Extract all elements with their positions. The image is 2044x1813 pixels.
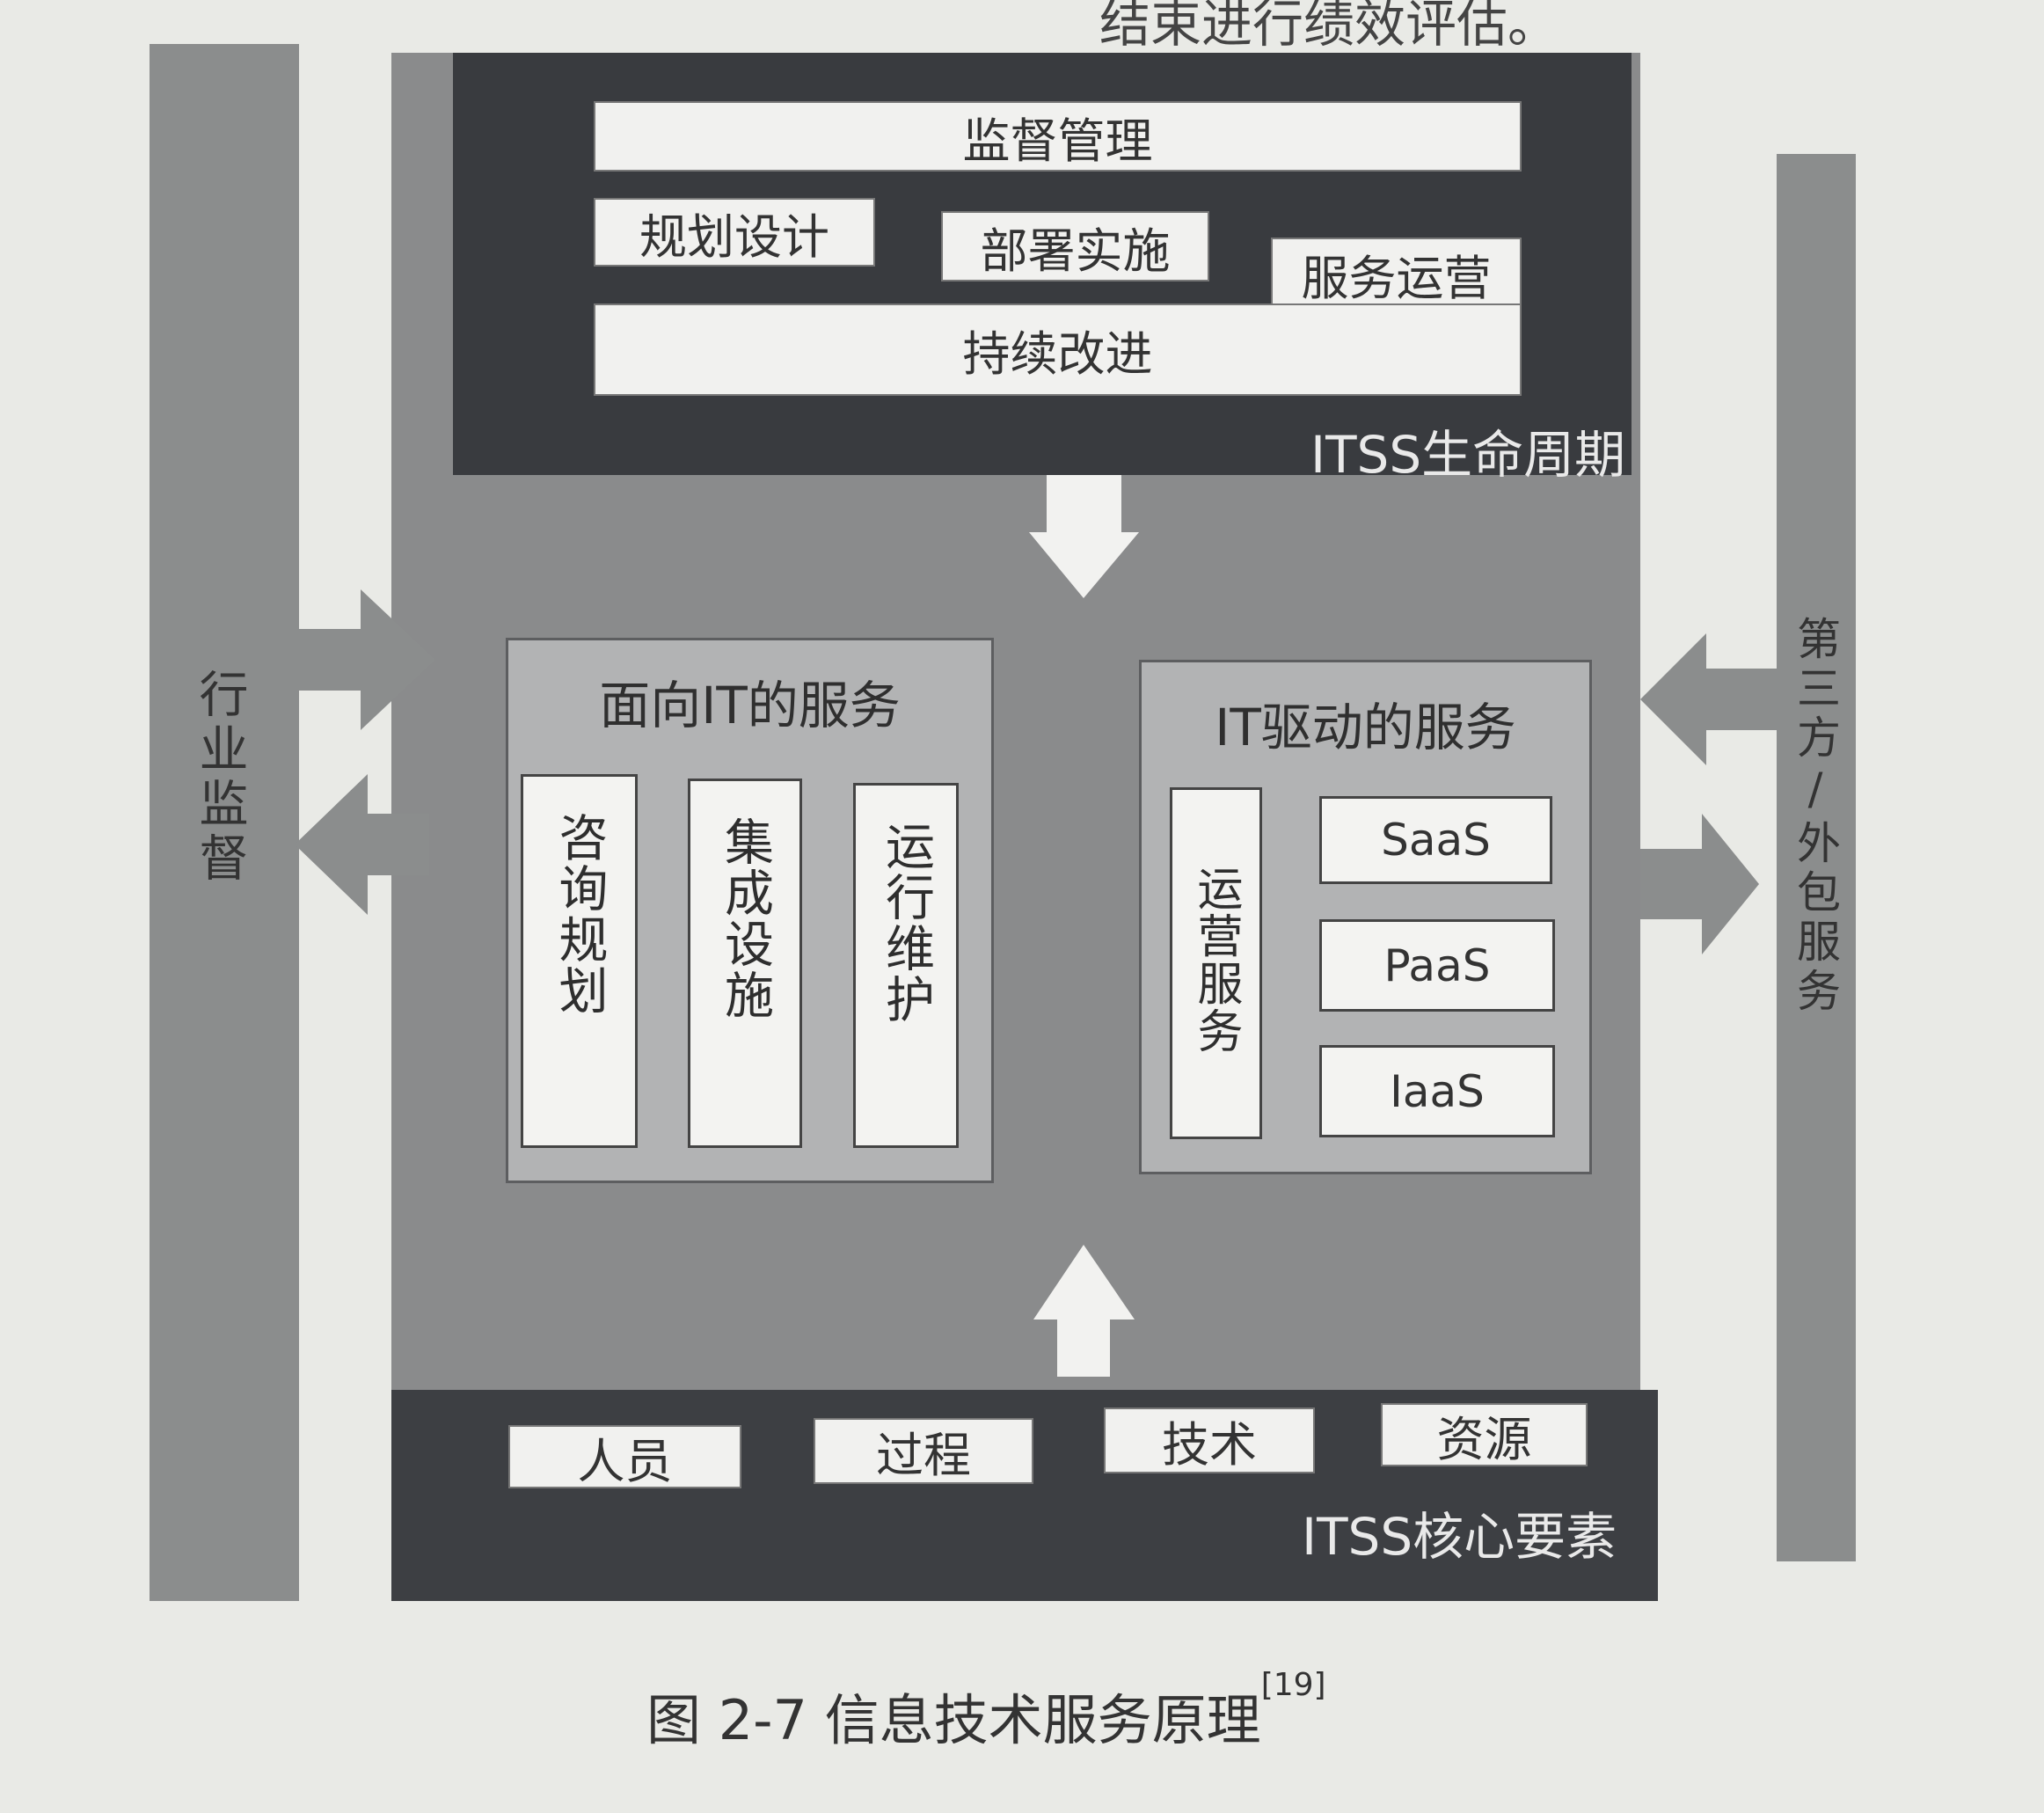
figure-caption: 图 2-7 信息技术服务原理[19] bbox=[646, 1667, 1438, 1755]
core-item-people: 人员 bbox=[508, 1425, 741, 1489]
it-oriented-services-title: 面向IT的服务 bbox=[599, 676, 901, 735]
lifecycle-item-improvement: 持续改进 bbox=[594, 303, 1522, 396]
saas-box: SaaS bbox=[1319, 796, 1552, 884]
iaas-box: IaaS bbox=[1319, 1045, 1555, 1137]
integration-facilities-label: 集成设施 bbox=[716, 816, 774, 1020]
operation-maintenance-label: 运行维护 bbox=[877, 821, 935, 1025]
lifecycle-item-supervision: 监督管理 bbox=[594, 101, 1522, 172]
paas-box: PaaS bbox=[1319, 919, 1555, 1012]
core-item-technology: 技术 bbox=[1104, 1407, 1315, 1473]
operation-maintenance-box: 运行维护 bbox=[853, 783, 959, 1148]
itss-core-elements-label: ITSS核心要素 bbox=[1302, 1507, 1617, 1567]
consulting-planning-box: 咨询规划 bbox=[521, 774, 638, 1148]
third-party-outsourcing-label: 第三方/外包服务 bbox=[1790, 616, 1841, 1017]
lifecycle-item-planning: 规划设计 bbox=[594, 198, 875, 267]
page-top-text: 结束进行绩效评估。 bbox=[1099, 0, 1559, 54]
lifecycle-item-deployment: 部署实施 bbox=[941, 211, 1209, 281]
it-driven-services-title: IT驱动的服务 bbox=[1215, 698, 1516, 757]
core-item-process: 过程 bbox=[814, 1418, 1033, 1484]
integration-facilities-box: 集成设施 bbox=[688, 779, 802, 1148]
consulting-planning-label: 咨询规划 bbox=[551, 812, 608, 1016]
itss-lifecycle-label: ITSS生命周期 bbox=[1310, 425, 1626, 485]
figure-caption-text: 图 2-7 信息技术服务原理 bbox=[646, 1688, 1261, 1752]
figure-caption-ref: [19] bbox=[1260, 1667, 1326, 1703]
industry-supervision-bar bbox=[150, 44, 299, 1601]
left-arrow-icon-right-side bbox=[1640, 633, 1777, 765]
up-arrow-icon bbox=[1033, 1245, 1135, 1377]
operations-service-box: 运营服务 bbox=[1170, 787, 1262, 1139]
right-arrow-icon-right-side bbox=[1640, 814, 1759, 954]
third-party-outsourcing-bar bbox=[1777, 154, 1856, 1561]
down-arrow-icon bbox=[1029, 475, 1139, 598]
industry-supervision-label: 行业监督 bbox=[191, 669, 248, 887]
operations-service-label: 运营服务 bbox=[1189, 865, 1242, 1055]
right-arrow-icon bbox=[299, 589, 435, 730]
core-item-resources: 资源 bbox=[1381, 1403, 1588, 1467]
left-arrow-icon bbox=[295, 774, 429, 915]
